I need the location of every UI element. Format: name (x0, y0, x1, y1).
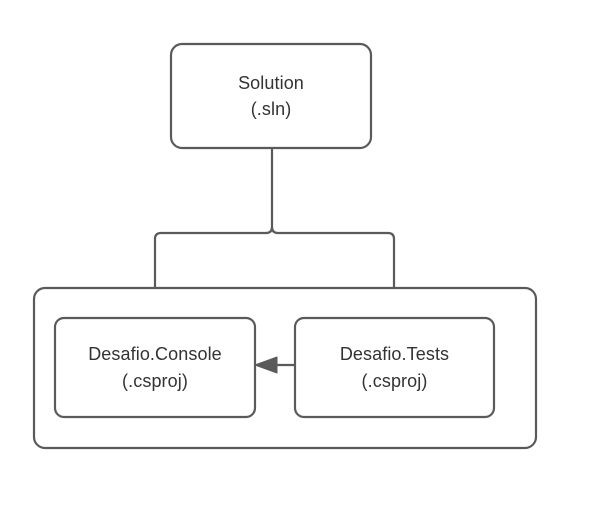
arrowhead-left-console (254, 356, 278, 374)
edge-tests-to-console (254, 356, 295, 374)
edge-branch-left (153, 226, 274, 300)
solution-node-shape[interactable] (169, 42, 373, 150)
desafio-tests-node-shape[interactable] (293, 316, 496, 419)
edge-branch-right (270, 226, 396, 300)
desafio-console-node-shape[interactable] (53, 316, 257, 419)
